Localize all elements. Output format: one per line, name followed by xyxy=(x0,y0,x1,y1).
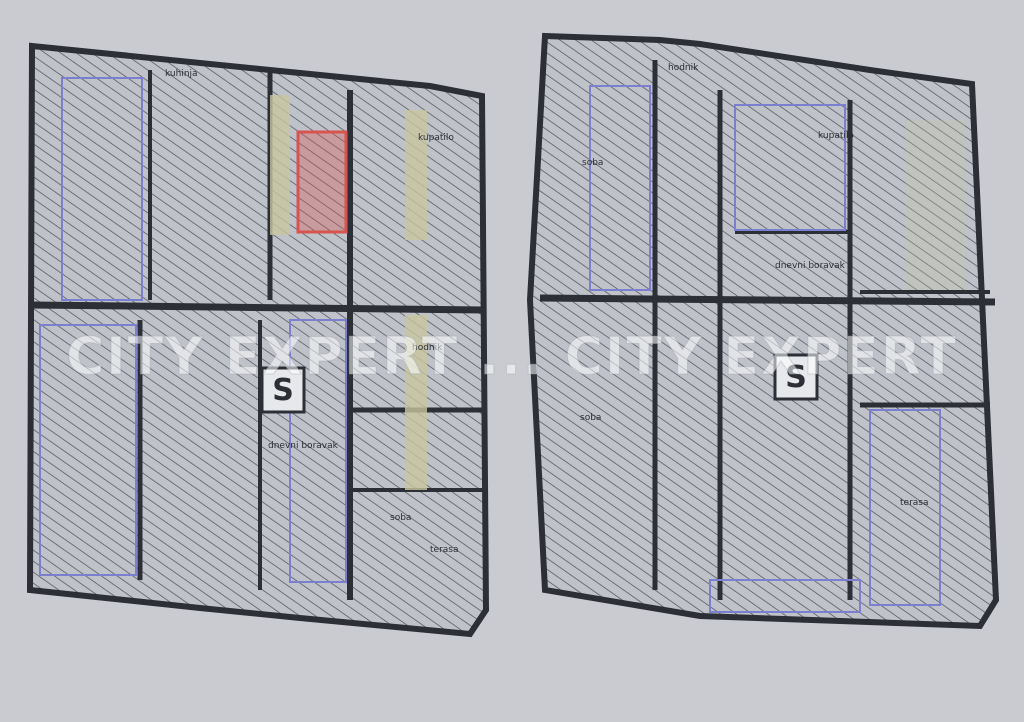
right-plan-outline xyxy=(526,32,1000,630)
right-room-label: soba xyxy=(582,158,603,168)
right-stair-symbol: S xyxy=(785,360,807,395)
left-stair-symbol-box xyxy=(260,366,306,414)
left-room-label: kupatilo xyxy=(418,133,454,143)
left-highlighted-room xyxy=(296,130,348,234)
right-stair-symbol-box xyxy=(773,353,819,401)
right-room-outline xyxy=(709,579,861,613)
left-wall-accent xyxy=(405,315,427,490)
right-room-label: terasa xyxy=(900,498,929,508)
right-interior-wall xyxy=(539,294,996,306)
left-room-label: hodnik xyxy=(412,343,443,353)
left-wall-accent xyxy=(405,110,427,240)
right-room-label: dnevni boravak xyxy=(775,261,846,271)
left-room-label: kuhinja xyxy=(165,69,198,79)
right-room-outline xyxy=(734,104,846,231)
left-interior-wall xyxy=(31,301,485,314)
right-room-label: soba xyxy=(580,413,601,423)
right-wall-accent xyxy=(905,120,965,290)
left-wall-accent xyxy=(270,95,290,235)
left-room-label: terasa xyxy=(430,545,459,555)
left-room-label: soba xyxy=(390,513,411,523)
left-room-outline xyxy=(61,77,143,301)
right-room-outline xyxy=(589,85,651,291)
left-room-outline xyxy=(39,324,137,576)
right-room-label: kupatilo xyxy=(818,131,854,141)
left-room-label: dnevni boravak xyxy=(268,441,339,451)
right-floor-plan: S hodnik soba kupatilo dnevni boravak so… xyxy=(526,32,1000,630)
left-floor-plan: S kuhinja dnevni boravak kupatilo hodnik… xyxy=(26,42,490,638)
right-room-label: hodnik xyxy=(668,63,699,73)
left-room-outline xyxy=(289,319,347,583)
right-room-outline xyxy=(869,409,941,606)
left-stair-symbol: S xyxy=(272,373,294,408)
watermark-text: CITY EXPERT ... CITY EXPERT xyxy=(66,327,958,387)
